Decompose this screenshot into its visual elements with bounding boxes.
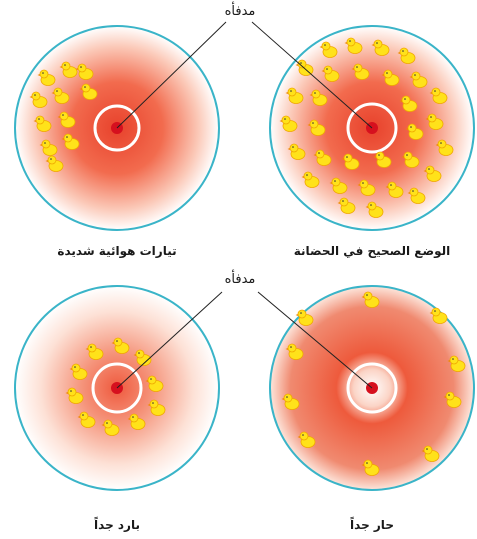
heater-label-top: مدفأه: [225, 4, 256, 19]
panel-label-strong-drafts: تيارات هوائية شديدة: [57, 244, 176, 258]
heater-label-bottom: مدفأه: [225, 272, 256, 287]
panel-label-correct-position: الوضع الصحيح في الحضانة: [294, 244, 451, 258]
panel-label-too-hot: حار جداً: [350, 518, 394, 532]
panel-label-too-cold: بارد جداً: [94, 518, 140, 532]
panel-strong-drafts: [15, 26, 219, 230]
